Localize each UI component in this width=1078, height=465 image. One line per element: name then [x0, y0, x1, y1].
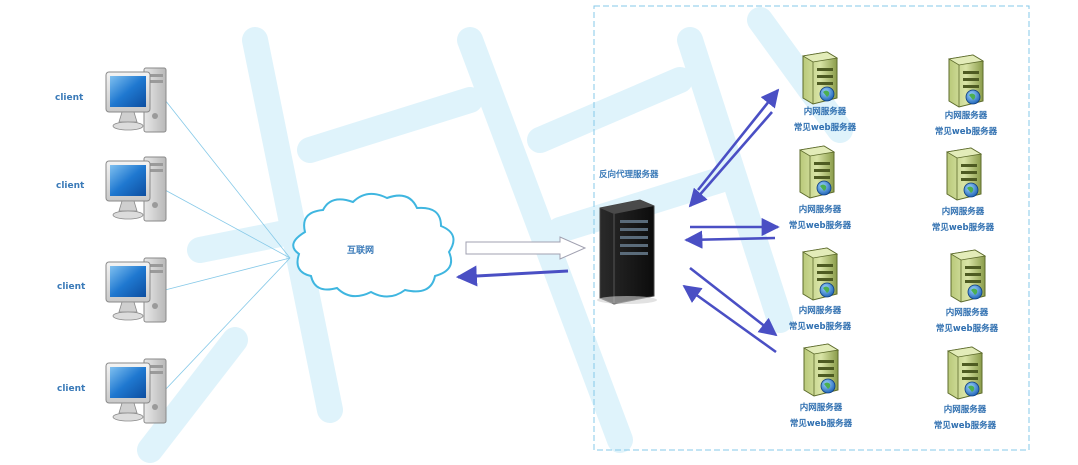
server-label-line2: 常见web服务器: [934, 127, 998, 137]
server-label: 内网服务器 常见web服务器: [775, 202, 865, 234]
server-label: 内网服务器 常见web服务器: [918, 204, 1008, 236]
web-server-icon: [948, 54, 984, 108]
server-label: 内网服务器 常见web服务器: [776, 400, 866, 432]
client-computer-icon: [105, 358, 167, 424]
client-label: client: [57, 282, 86, 292]
server-label: 内网服务器 常见web服务器: [921, 108, 1011, 140]
server-label-line2: 常见web服务器: [931, 223, 995, 233]
server-label: 内网服务器 常见web服务器: [775, 303, 865, 335]
web-server-icon: [946, 147, 982, 201]
proxy-label: 反向代理服务器: [599, 170, 659, 180]
client-computer-icon: [105, 67, 167, 133]
web-server-icon: [799, 145, 835, 199]
web-server-icon: [950, 249, 986, 303]
web-server-icon: [947, 346, 983, 400]
server-label-line1: 内网服务器: [798, 306, 842, 316]
server-label-line2: 常见web服务器: [933, 421, 997, 431]
server-label: 内网服务器 常见web服务器: [780, 104, 870, 136]
server-label-line2: 常见web服务器: [935, 324, 999, 334]
server-label-line2: 常见web服务器: [789, 419, 853, 429]
server-label: 内网服务器 常见web服务器: [922, 305, 1012, 337]
client-computer-icon: [105, 257, 167, 323]
internet-proxy-arrows: [455, 236, 587, 287]
server-label: 内网服务器 常见web服务器: [920, 402, 1010, 434]
server-label-line1: 内网服务器: [943, 405, 987, 415]
server-label-line1: 内网服务器: [944, 111, 988, 121]
web-server-icon: [802, 247, 838, 301]
proxy-server-icon: [597, 199, 657, 305]
server-label-line1: 内网服务器: [798, 205, 842, 215]
server-label-line1: 内网服务器: [799, 403, 843, 413]
internet-cloud-icon: [292, 192, 455, 298]
server-label-line1: 内网服务器: [945, 308, 989, 318]
web-server-icon: [803, 343, 839, 397]
watermark: [137, 7, 853, 463]
client-computer-icon: [105, 156, 167, 222]
proxy-server-arrows: [682, 88, 780, 354]
server-label-line1: 内网服务器: [941, 207, 985, 217]
client-label: client: [57, 384, 86, 394]
server-zone-border: [593, 5, 1030, 451]
client-label: client: [55, 93, 84, 103]
web-server-icon: [802, 51, 838, 105]
client-label: client: [56, 181, 85, 191]
server-label-line2: 常见web服务器: [788, 322, 852, 332]
server-label-line2: 常见web服务器: [788, 221, 852, 231]
server-label-line2: 常见web服务器: [793, 123, 857, 133]
server-label-line1: 内网服务器: [803, 107, 847, 117]
internet-label: 互联网: [347, 246, 375, 256]
client-connectors: [164, 99, 291, 391]
